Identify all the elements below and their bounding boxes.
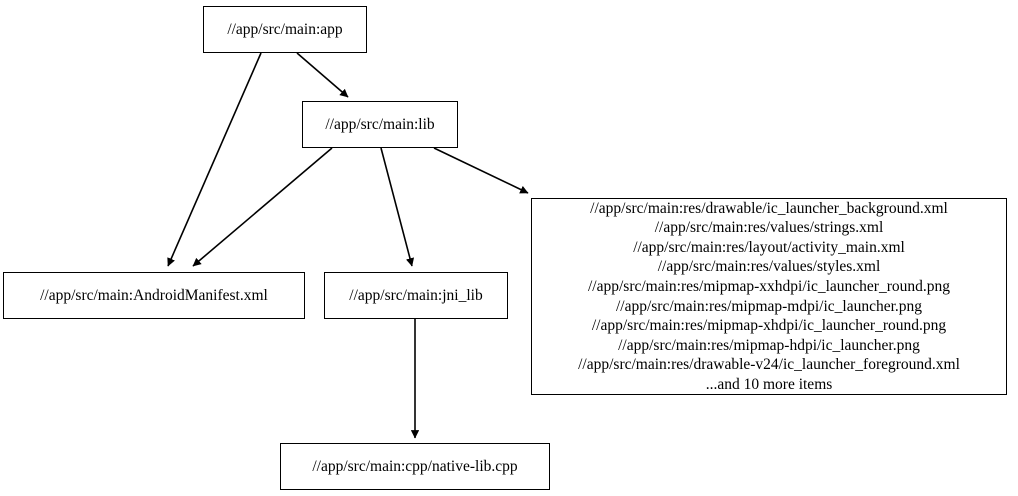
node-app[interactable]: //app/src/main:app [203, 6, 367, 53]
edge-lib-to-jni-lib [380, 147, 415, 267]
edge-app-to-lib [296, 52, 349, 98]
node-jni-lib[interactable]: //app/src/main:jni_lib [324, 272, 508, 319]
node-native-lib-cpp[interactable]: //app/src/main:cpp/native-lib.cpp [280, 443, 550, 490]
node-lib-label: //app/src/main:lib [325, 115, 435, 133]
node-app-label: //app/src/main:app [227, 20, 343, 38]
node-android-manifest-label: //app/src/main:AndroidManifest.xml [40, 286, 268, 304]
node-native-lib-cpp-label: //app/src/main:cpp/native-lib.cpp [312, 457, 518, 475]
node-lib[interactable]: //app/src/main:lib [302, 101, 458, 148]
edge-app-to-manifest [167, 52, 262, 267]
node-android-manifest[interactable]: //app/src/main:AndroidManifest.xml [3, 272, 305, 319]
edge-lib-to-resources [433, 147, 529, 194]
node-jni-lib-label: //app/src/main:jni_lib [349, 286, 483, 304]
node-resources-group-label: //app/src/main:res/drawable/ic_launcher_… [578, 199, 960, 393]
node-resources-group[interactable]: //app/src/main:res/drawable/ic_launcher_… [531, 198, 1007, 395]
edge-lib-to-manifest [192, 147, 333, 267]
